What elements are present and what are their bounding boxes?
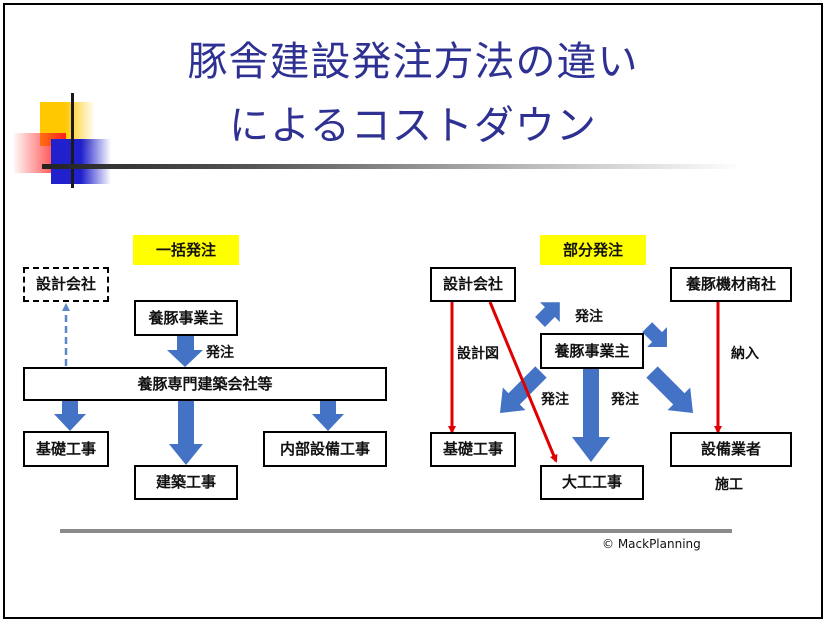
right-equipment-contractor-box: 設備業者 <box>670 432 792 467</box>
left-interior-box: 内部設備工事 <box>263 431 387 467</box>
decor-vertical-line <box>71 93 74 188</box>
left-general-contractor-box: 養豚専門建築会社等 <box>23 367 387 401</box>
right-foundation-box: 基礎工事 <box>430 432 516 467</box>
footer-divider <box>60 529 732 533</box>
slide-frame <box>3 3 823 619</box>
right-design-company-box: 設計会社 <box>430 267 516 302</box>
slide-title-line1: 豚舎建設発注方法の違い <box>187 39 639 85</box>
right-construction-label: 施工 <box>715 477 743 493</box>
right-order-label-right: 発注 <box>611 392 639 408</box>
right-carpentry-box: 大工工事 <box>540 465 644 500</box>
right-delivery-label: 納入 <box>731 346 759 362</box>
left-owner-box: 養豚事業主 <box>134 300 238 336</box>
title-underline <box>42 164 742 169</box>
right-drawing-label: 設計図 <box>457 346 499 362</box>
left-design-company-box: 設計会社 <box>23 267 109 302</box>
right-heading-partial-order: 部分発注 <box>540 235 646 265</box>
right-order-label-top: 発注 <box>575 309 603 325</box>
left-order-label: 発注 <box>206 345 234 361</box>
copyright-text: © MackPlanning <box>602 537 701 551</box>
left-heading-bulk-order: 一括発注 <box>133 235 239 265</box>
slide-title-line2: によるコストダウン <box>229 103 597 149</box>
left-foundation-box: 基礎工事 <box>23 431 109 467</box>
right-owner-box: 養豚事業主 <box>540 333 644 369</box>
decor-blue-square <box>51 139 111 184</box>
right-equipment-trader-box: 養豚機材商社 <box>670 267 792 302</box>
right-order-label-left: 発注 <box>541 392 569 408</box>
left-building-box: 建築工事 <box>134 465 238 500</box>
